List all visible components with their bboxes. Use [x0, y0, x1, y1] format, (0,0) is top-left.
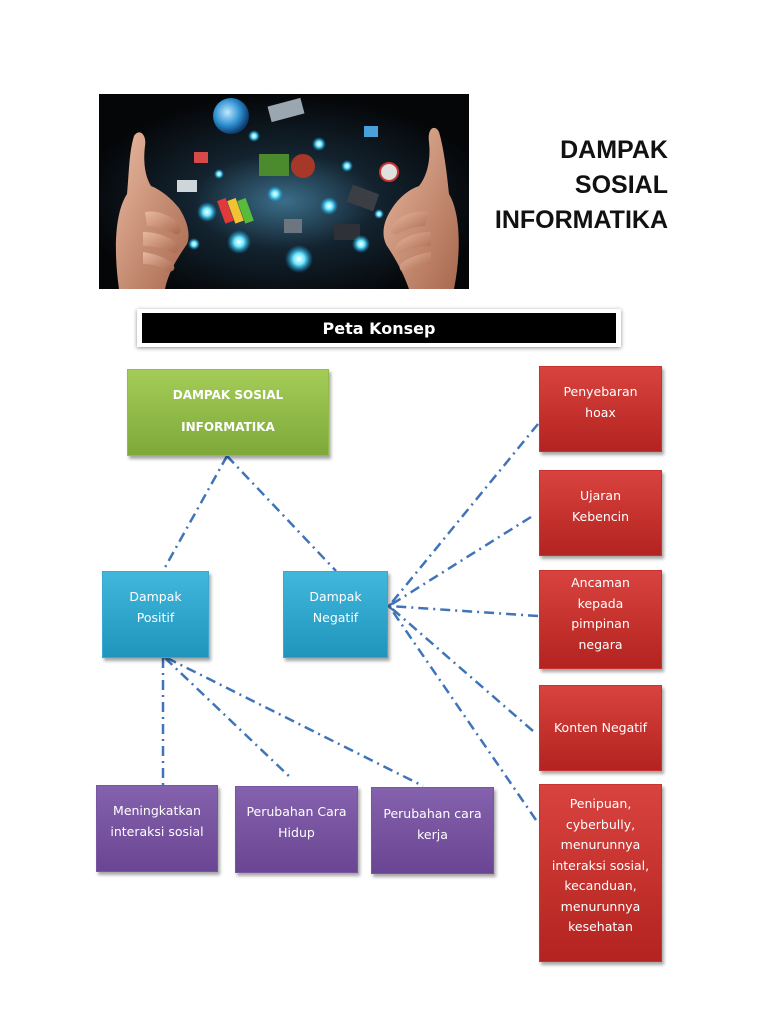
neg-item-3-line-1: Ancaman	[571, 575, 630, 590]
connector-root-positif	[161, 455, 229, 572]
neg-item-3-line-2: kepada	[577, 595, 624, 611]
neg-item-5-line-2: cyberbully,	[565, 816, 636, 832]
connector-negatif-item-4	[388, 605, 534, 732]
node-perubahan-cara-hidup: Perubahan Cara Hidup	[235, 786, 358, 873]
pos-item-1-line-2: interaksi sosial	[110, 823, 204, 839]
node-negatif-line-2: Negatif	[312, 609, 359, 625]
node-penipuan-cyberbully: Penipuan, cyberbully, menurunnya interak…	[539, 784, 662, 962]
node-meningkatkan-interaksi-sosial: Meningkatkan interaksi sosial	[96, 785, 218, 872]
connector-positif-item-3	[166, 656, 424, 788]
neg-item-5-line-4: interaksi sosial,	[551, 857, 650, 873]
concept-map-banner: Peta Konsep	[137, 309, 621, 347]
connector-positif-item-2	[164, 657, 293, 780]
node-konten-negatif: Konten Negatif	[539, 685, 662, 771]
pos-item-1-line-1: Meningkatkan	[113, 803, 201, 818]
pos-item-2-line-2: Hidup	[278, 824, 315, 840]
neg-item-3-line-4: negara	[578, 636, 623, 652]
neg-item-5-line-3: menurunnya	[560, 837, 641, 852]
neg-item-5-line-5: kecanduan,	[564, 878, 637, 893]
connector-negatif-item-2	[388, 515, 532, 608]
connector-negatif-item-1	[388, 423, 539, 607]
neg-item-4-line-1: Konten Negatif	[553, 719, 648, 735]
tech-icons	[177, 97, 399, 240]
node-dampak-sosial-informatika: DAMPAK SOSIAL INFORMATIKA	[127, 369, 329, 456]
node-perubahan-cara-kerja: Perubahan cara kerja	[371, 787, 494, 874]
neg-item-5-line-6: menurunnya	[560, 898, 641, 914]
node-root-line-2: INFORMATIKA	[181, 420, 275, 434]
node-penyebaran-hoax: Penyebaran hoax	[539, 366, 662, 452]
connector-root-negatif	[226, 455, 337, 572]
hero-image	[99, 94, 469, 289]
neg-item-2-line-1: Ujaran	[579, 488, 621, 503]
node-ancaman-kepada-pimpinan-negara: Ancaman kepada pimpinan negara	[539, 570, 662, 669]
right-hand	[383, 127, 459, 289]
banner-label: Peta Konsep	[142, 313, 616, 343]
neg-item-1-line-2: hoax	[585, 404, 616, 420]
title-line-3: INFORMATIKA	[494, 206, 668, 234]
node-dampak-positif: Dampak Positif	[102, 571, 209, 658]
connector-negatif-item-3	[389, 606, 539, 618]
page-title: DAMPAK SOSIAL INFORMATIKA	[495, 133, 668, 238]
title-line-2: SOSIAL	[574, 171, 668, 199]
title-line-1: DAMPAK	[560, 136, 668, 164]
neg-item-1-line-1: Penyebaran	[563, 384, 638, 399]
neg-item-5-line-1: Penipuan,	[569, 796, 632, 811]
pos-item-3-line-2: kerja	[417, 826, 448, 842]
pos-item-2-line-1: Perubahan Cara	[246, 804, 347, 819]
left-hand	[115, 132, 189, 289]
neg-item-3-line-3: pimpinan	[571, 616, 630, 631]
pos-item-3-line-1: Perubahan cara	[383, 806, 482, 821]
node-positif-line-1: Dampak	[129, 589, 182, 604]
neg-item-5-line-7: kesehatan	[568, 919, 633, 934]
globe-icon	[213, 98, 249, 134]
node-ujaran-kebencin: Ujaran Kebencin	[539, 470, 662, 556]
node-root-line-1: DAMPAK SOSIAL	[172, 388, 284, 402]
node-positif-line-2: Positif	[136, 609, 175, 625]
node-negatif-line-1: Dampak	[309, 589, 362, 604]
neg-item-2-line-2: Kebencin	[571, 508, 630, 524]
light-sparks	[188, 130, 384, 273]
node-dampak-negatif: Dampak Negatif	[283, 571, 388, 658]
